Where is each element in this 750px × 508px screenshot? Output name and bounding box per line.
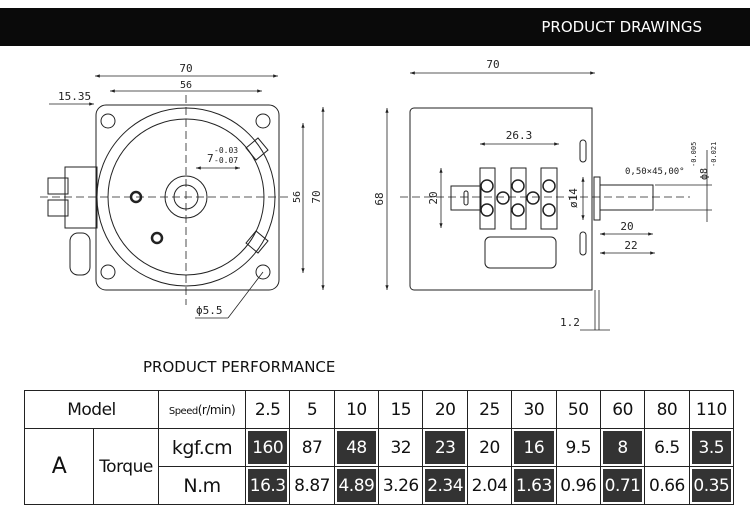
nm-cell: 2.04 [466,466,513,505]
nm-cell: 8.87 [289,466,335,505]
front-width-dim: 70 [179,62,192,75]
model-header: Model [23,390,160,429]
nm-cell: 2.34 [422,466,468,505]
speed-cell: 5 [289,390,335,429]
unit-nm: N.m [158,466,247,505]
speed-unit: (r/min) [197,402,236,417]
front-view: 70 56 15.35 7 -0.03 -0.07 56 70 ϕ5.5 [40,62,325,319]
technical-drawings: 70 56 15.35 7 -0.03 -0.07 56 70 ϕ5.5 [40,58,718,331]
kgfcm-cell: 8 [599,428,646,467]
side-width-dim: 70 [486,58,499,71]
torque-label: Torque [92,428,160,505]
shaft-dia-dim: ϕ8 [699,168,710,180]
key-dim: 7 [207,152,214,165]
speed-cell: 10 [333,390,380,429]
shaft-length-dim: 20 [620,220,633,233]
speed-cell: 2.5 [245,390,291,429]
nm-cell: 0.96 [555,466,601,505]
speed-cell: 30 [511,390,557,429]
side-view: 70 68 26.3 20 ø14 20 22 1.2 0,50×45,00° … [373,58,718,331]
nm-cell: 3.26 [378,466,424,505]
speed-cell: 25 [466,390,513,429]
flange-dia-dim: ø14 [567,188,580,208]
performance-title: PRODUCT PERFORMANCE [143,358,336,376]
terminal-width-dim: 26.3 [506,129,533,142]
kgfcm-cell: 20 [466,428,513,467]
header-bar: PRODUCT DRAWINGS [0,8,750,46]
kgfcm-cell: 32 [378,428,424,467]
nm-cell: 0.35 [688,466,735,505]
nm-cell: 1.63 [511,466,557,505]
kgfcm-cell: 3.5 [688,428,735,467]
hole-dim: ϕ5.5 [196,304,223,317]
shaft-tol-lower: -0.021 [710,142,718,167]
key-tol-upper: -0.03 [214,146,238,155]
speed-label: Speed [168,405,198,417]
nm-cell: 0.66 [644,466,690,505]
speed-cell: 80 [644,390,690,429]
front-height-dim: 70 [310,190,323,203]
side-height-dim: 68 [373,192,386,205]
chamfer-dim: 0,50×45,00° [625,167,685,177]
kgfcm-cell: 87 [289,428,335,467]
shaft-tol-upper: -0.005 [690,142,698,167]
kgfcm-cell: 9.5 [555,428,601,467]
nm-cell: 4.89 [333,466,380,505]
kgfcm-cell: 48 [333,428,380,467]
speed-cell: 20 [422,390,468,429]
kgfcm-cell: 6.5 [644,428,690,467]
front-bolt-dim: 56 [180,80,192,91]
speed-cell: 50 [555,390,601,429]
header-title: PRODUCT DRAWINGS [541,18,702,36]
speed-cell: 110 [688,390,735,429]
kgfcm-cell: 23 [422,428,468,467]
front-bolt-v-dim: 56 [292,191,303,203]
front-offset-dim: 15.35 [58,90,91,103]
speed-cell: 60 [599,390,646,429]
speed-header: Speed(r/min) [158,390,247,429]
unit-kgfcm: kgf.cm [158,428,247,467]
nm-cell: 0.71 [599,466,646,505]
kgfcm-cell: 160 [245,428,291,467]
model-value: A [24,428,94,505]
shaft-total-dim: 22 [624,239,637,252]
kgfcm-cell: 16 [511,428,557,467]
terminal-height-dim: 20 [427,191,440,204]
nm-cell: 16.3 [245,466,291,505]
key-tol-lower: -0.07 [214,156,238,165]
speed-cell: 15 [378,390,424,429]
flange-thickness-dim: 1.2 [560,316,580,329]
